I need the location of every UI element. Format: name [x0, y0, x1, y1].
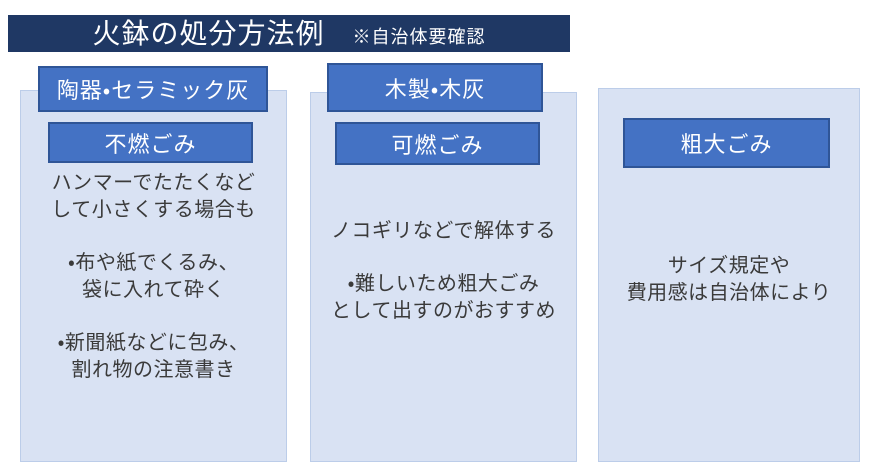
slide-title: 火鉢の処分方法例: [92, 18, 325, 49]
column-ceramic-body: ハンマーでたたくなど して小さくする場合も ・布や紙でくるみ、 袋に入れて砕く …: [20, 170, 287, 384]
text-group: サイズ規定や 費用感は自治体により: [598, 253, 860, 307]
category-label-non-burnable: 不燃ごみ: [48, 122, 253, 163]
body-line: 割れ物の注意書き: [71, 359, 236, 381]
text-group: ・新聞紙などに包み、 割れ物の注意書き: [20, 330, 287, 384]
body-line: ・難しいため粗大ごみ: [347, 273, 540, 295]
body-line: サイズ規定や: [667, 255, 791, 277]
body-line: ・新聞紙などに包み、: [57, 332, 250, 354]
column-oversized-body: サイズ規定や 費用感は自治体により: [598, 253, 860, 307]
column-wood-body: ノコギリなどで解体する ・難しいため粗大ごみ として出すのがおすすめ: [308, 218, 579, 325]
body-line: して小さくする場合も: [51, 199, 256, 221]
category-label-oversized: 粗大ごみ: [623, 118, 830, 168]
text-group: ・難しいため粗大ごみ として出すのがおすすめ: [308, 271, 579, 325]
material-label-wood: 木製・木灰: [327, 63, 543, 112]
body-line: として出すのがおすすめ: [331, 300, 556, 322]
body-line: 費用感は自治体により: [626, 282, 832, 304]
body-line: ・布や紙でくるみ、: [68, 252, 239, 274]
body-line: ハンマーでたたくなど: [51, 172, 256, 194]
text-group: ・布や紙でくるみ、 袋に入れて砕く: [20, 250, 287, 304]
text-group: ノコギリなどで解体する: [308, 218, 579, 245]
body-line: ノコギリなどで解体する: [330, 220, 557, 242]
category-label-burnable: 可燃ごみ: [335, 122, 540, 165]
text-group: ハンマーでたたくなど して小さくする場合も: [20, 170, 287, 224]
title-bar: 火鉢の処分方法例 ※自治体要確認: [8, 15, 570, 52]
title-note: ※自治体要確認: [352, 27, 486, 47]
body-line: 袋に入れて砕く: [82, 279, 225, 301]
material-label-ceramic: 陶器・セラミック灰: [38, 66, 268, 112]
